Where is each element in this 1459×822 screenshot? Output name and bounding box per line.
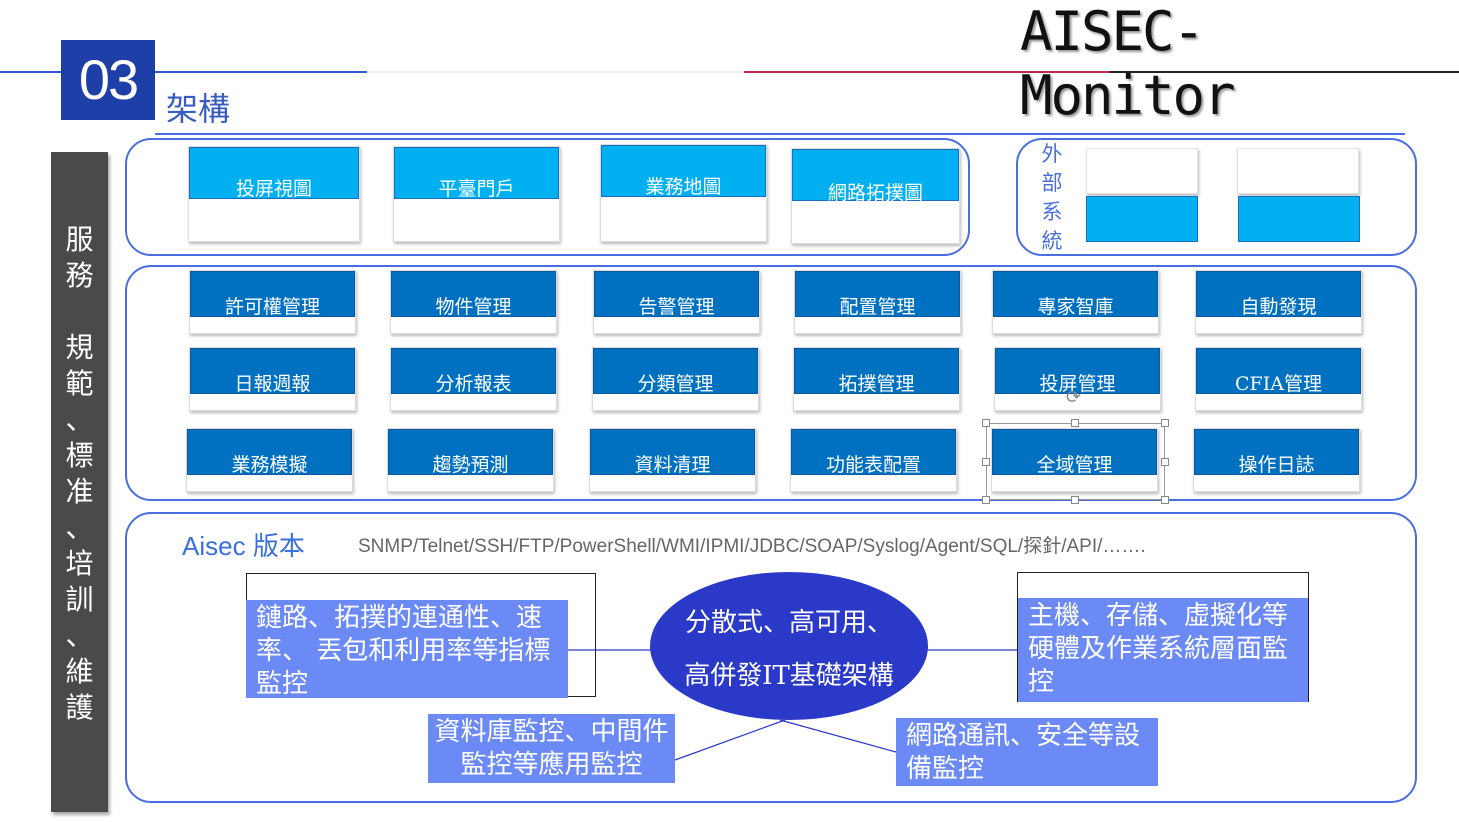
core-infrastructure-line2: 高併發IT基礎架構 [684, 661, 894, 691]
selection-handle[interactable] [982, 496, 990, 504]
network-link-monitoring-box[interactable]: 鏈路、拓撲的連通性、速率、 丟包和利用率等指標監控 [246, 600, 568, 699]
module-topology[interactable]: 拓撲管理 [793, 347, 960, 411]
module-auto-discovery[interactable]: 自動發現 [1195, 270, 1362, 334]
module-config-label: 配置管理 [795, 271, 960, 318]
module-permission[interactable]: 許可權管理 [189, 270, 356, 334]
section-number-badge: 03 [61, 40, 155, 120]
selection-handle[interactable] [1071, 419, 1079, 427]
module-daily-weekly-report[interactable]: 日報週報 [189, 347, 356, 411]
module-business-simulation[interactable]: 業務模擬 [186, 428, 353, 492]
module-screen-cast-label: 投屏管理 [995, 348, 1160, 395]
module-analysis-report-label: 分析報表 [391, 348, 556, 395]
module-daily-weekly-report-label: 日報週報 [190, 348, 355, 395]
connector-bottom-right [779, 719, 897, 753]
tile-business-map-label: 業務地圖 [601, 145, 766, 198]
module-cfia[interactable]: CFIA管理 [1195, 347, 1362, 411]
module-menu-config-label: 功能表配置 [791, 429, 956, 476]
module-object[interactable]: 物件管理 [390, 270, 557, 334]
module-alarm-label: 告警管理 [594, 271, 759, 318]
module-global-management[interactable]: 全域管理 [991, 428, 1158, 492]
selection-handle[interactable] [1161, 419, 1169, 427]
external-systems-label: 外部系統 [1041, 142, 1063, 253]
host-monitoring-box[interactable]: 主機、存儲、虛擬化等硬體及作業系統層面監控 [1018, 598, 1308, 702]
module-category[interactable]: 分類管理 [592, 347, 759, 411]
module-auto-discovery-label: 自動發現 [1196, 271, 1361, 318]
module-trend-forecast-label: 趨勢預測 [388, 429, 553, 476]
module-config[interactable]: 配置管理 [794, 270, 961, 334]
header-line-red [744, 71, 1110, 73]
tile-platform-portal-label: 平臺門戶 [394, 147, 559, 200]
external-system-1-top[interactable] [1086, 148, 1198, 194]
section-title: 架構 [166, 90, 231, 128]
connector-bottom-left [674, 719, 786, 761]
module-data-cleanup[interactable]: 資料清理 [589, 428, 756, 492]
aisec-label-cjk: 版本 [252, 532, 305, 562]
external-system-2-bottom[interactable] [1238, 196, 1360, 242]
module-object-label: 物件管理 [391, 271, 556, 318]
module-global-management-label: 全域管理 [992, 429, 1157, 476]
services-side-bar: 服務 規範、標准、培訓、維護 [51, 152, 108, 812]
module-operation-log-label: 操作日誌 [1194, 429, 1359, 476]
selection-handle[interactable] [1161, 496, 1169, 504]
title-underline [155, 133, 1405, 135]
database-monitoring-box[interactable]: 資料庫監控、中間件監控等應用監控 [428, 714, 675, 783]
product-title-line2: Monitor [1020, 64, 1236, 127]
module-expert-knowledge[interactable]: 專家智庫 [992, 270, 1159, 334]
tile-network-topology[interactable]: 網路拓撲圖 [791, 148, 960, 244]
rotate-handle-icon[interactable]: ⟳ [1066, 387, 1082, 408]
product-title-line1: AISEC- [1020, 0, 1205, 63]
module-trend-forecast[interactable]: 趨勢預測 [387, 428, 554, 492]
module-cfia-label: CFIA管理 [1196, 348, 1361, 395]
module-category-label: 分類管理 [593, 348, 758, 395]
header-line-mid [367, 71, 744, 73]
supported-protocols: SNMP/Telnet/SSH/FTP/PowerShell/WMI/IPMI/… [358, 536, 1146, 557]
selection-handle[interactable] [982, 419, 990, 427]
module-expert-knowledge-label: 專家智庫 [993, 271, 1158, 318]
product-title: AISEC- Monitor [1020, 0, 1280, 128]
tile-screen-view[interactable]: 投屏視圖 [188, 146, 360, 242]
selection-handle[interactable] [1071, 496, 1079, 504]
module-analysis-report[interactable]: 分析報表 [390, 347, 557, 411]
tile-business-map[interactable]: 業務地圖 [600, 144, 767, 242]
tile-screen-view-label: 投屏視圖 [189, 147, 359, 200]
external-system-1-bottom[interactable] [1086, 196, 1198, 242]
aisec-version-label: Aisec 版本 [182, 526, 305, 563]
services-side-text: 服務 規範、標准、培訓、維護 [65, 223, 94, 724]
core-infrastructure-line1: 分散式、高可用、 [684, 608, 893, 638]
module-permission-label: 許可權管理 [190, 271, 355, 318]
module-data-cleanup-label: 資料清理 [590, 429, 755, 476]
module-topology-label: 拓撲管理 [794, 348, 959, 395]
tile-network-topology-label: 網路拓撲圖 [792, 149, 959, 204]
aisec-label-latin: Aisec [182, 531, 246, 561]
device-monitoring-box[interactable]: 網路通訊、安全等設備監控 [896, 718, 1158, 786]
selection-handle[interactable] [982, 458, 990, 466]
module-alarm[interactable]: 告警管理 [593, 270, 760, 334]
tile-platform-portal[interactable]: 平臺門戶 [393, 146, 560, 242]
selection-handle[interactable] [1161, 458, 1169, 466]
module-screen-cast[interactable]: 投屏管理 [994, 347, 1161, 411]
header-line-right [1110, 71, 1459, 73]
module-business-simulation-label: 業務模擬 [187, 429, 352, 476]
core-infrastructure-ellipse[interactable]: 分散式、高可用、 高併發IT基礎架構 [650, 572, 928, 720]
external-system-2-top[interactable] [1237, 148, 1359, 194]
header-line-left [0, 71, 367, 73]
module-menu-config[interactable]: 功能表配置 [790, 428, 957, 492]
module-operation-log[interactable]: 操作日誌 [1193, 428, 1360, 492]
